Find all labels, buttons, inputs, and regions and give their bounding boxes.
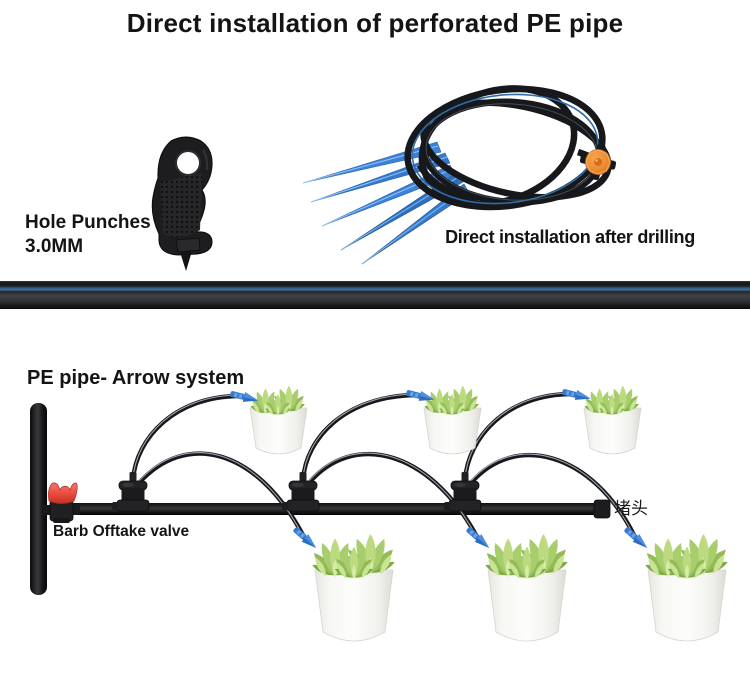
pe-tube-coil-icon <box>302 85 612 265</box>
pot-row-top <box>249 386 642 455</box>
plant-pot <box>314 569 394 642</box>
hole-punch-tool-icon <box>151 136 213 271</box>
plant-pot <box>249 407 308 455</box>
tee-connector <box>444 472 482 512</box>
tee-connector <box>282 472 320 512</box>
valve-red-handle <box>48 482 78 504</box>
hole-punch-label-line1: Hole Punches <box>25 212 151 233</box>
arrow-dripper-icon <box>622 524 651 552</box>
orange-dripper-icon <box>579 143 617 181</box>
tube-blue-stripe <box>411 93 599 205</box>
arrow-dripper-icon <box>291 524 320 552</box>
supply-pipe <box>30 403 47 595</box>
arrow-system-title: PE pipe- Arrow system <box>27 367 245 389</box>
arrow-system-diagram <box>30 386 729 642</box>
plant-pot <box>647 569 727 642</box>
plant-pot <box>487 569 567 642</box>
page-title: Direct installation of perforated PE pip… <box>126 8 624 38</box>
plant-pot <box>583 407 642 455</box>
plant-pot <box>423 407 482 455</box>
end-plug-label: 堵头 <box>614 499 648 518</box>
micro-tubes <box>130 391 637 538</box>
barb-offtake-valve <box>43 482 80 523</box>
hole-punch-label-line2: 3.0MM <box>25 235 84 257</box>
barb-offtake-valve-label: Barb Offtake valve <box>53 523 190 540</box>
pe-pipe-bar <box>0 281 750 309</box>
end-plug <box>593 499 611 519</box>
hole-punch-label: Hole Punches 3.0MM <box>25 211 151 259</box>
tee-connector <box>112 472 150 512</box>
arrow-dripper-icon <box>464 524 493 552</box>
pot-row-bottom <box>311 534 729 642</box>
drilling-caption: Direct installation after drilling <box>445 227 695 247</box>
tee-connectors <box>112 472 482 512</box>
